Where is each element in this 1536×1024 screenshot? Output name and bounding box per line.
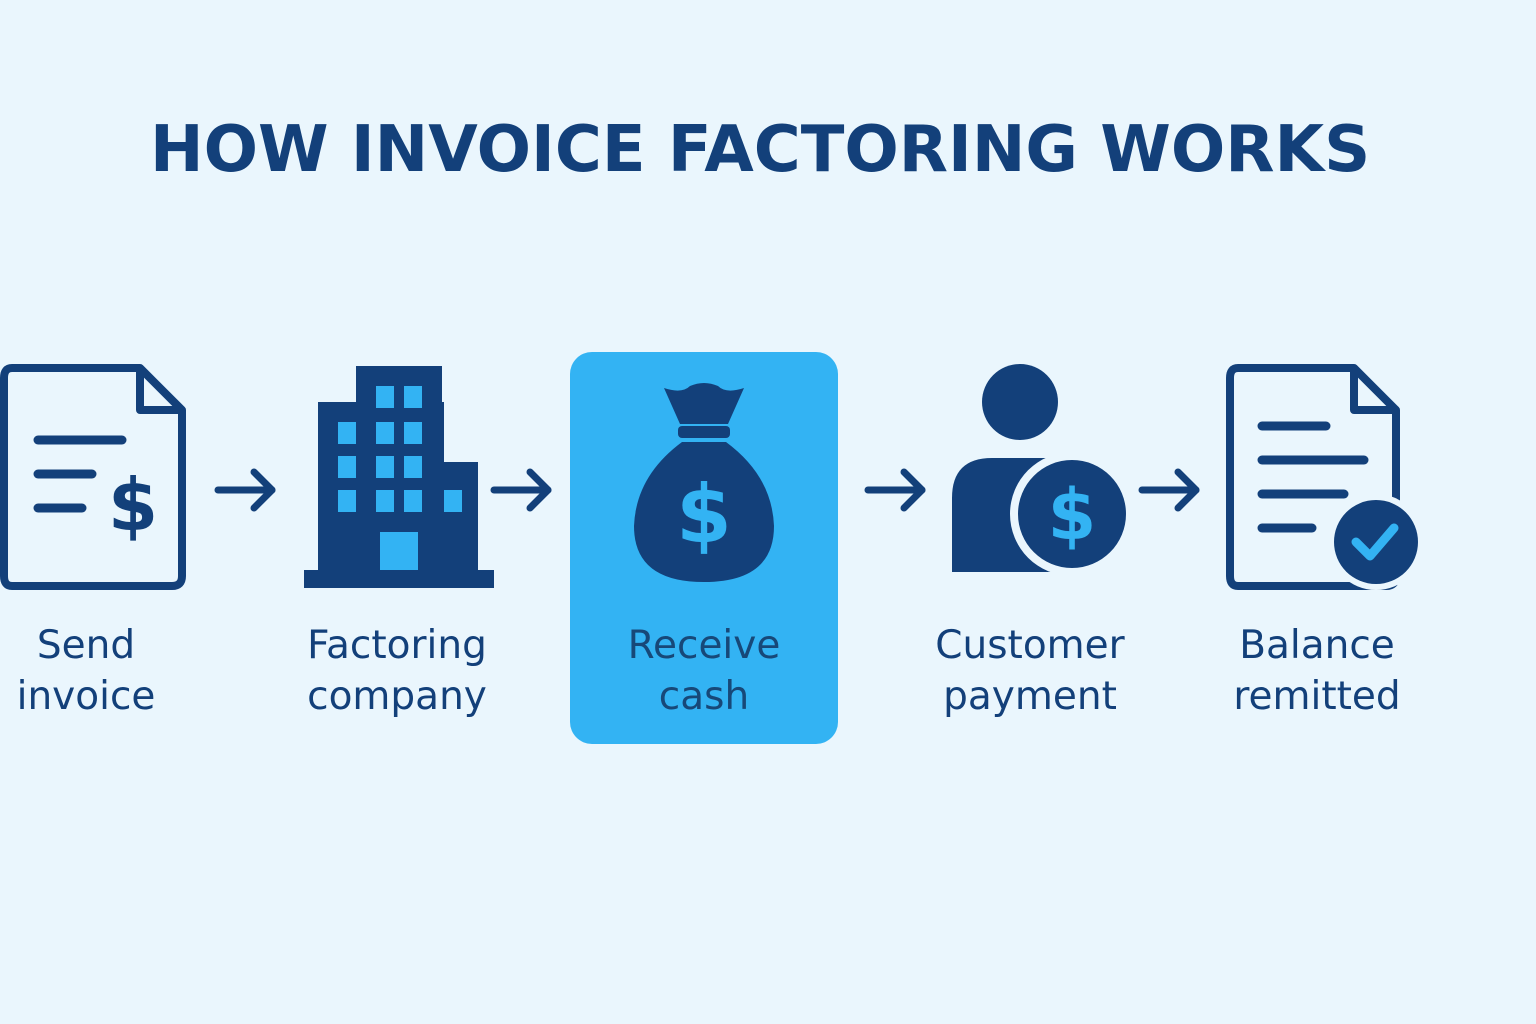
step-label: Receive cash xyxy=(627,623,781,719)
arrow-right-icon xyxy=(490,468,552,512)
arrow-right-icon xyxy=(864,468,926,512)
step-label: Factoring company xyxy=(307,623,487,719)
svg-text:$: $ xyxy=(1048,474,1097,556)
svg-text:$: $ xyxy=(676,468,732,561)
svg-text:$: $ xyxy=(108,463,158,547)
invoice-dollar-icon: $ xyxy=(0,364,186,590)
page-title: HOW INVOICE FACTORING WORKS xyxy=(150,113,1371,187)
office-building-icon xyxy=(304,366,494,588)
arrow-right-icon xyxy=(214,468,276,512)
step-label: Customer payment xyxy=(935,623,1125,719)
step-label: Send invoice xyxy=(16,623,156,719)
document-check-icon xyxy=(1226,364,1424,590)
step-label: Balance remitted xyxy=(1233,623,1401,719)
arrow-right-icon xyxy=(1138,468,1200,512)
money-bag-icon: $ xyxy=(634,383,774,582)
person-coin-icon: $ xyxy=(952,364,1134,576)
